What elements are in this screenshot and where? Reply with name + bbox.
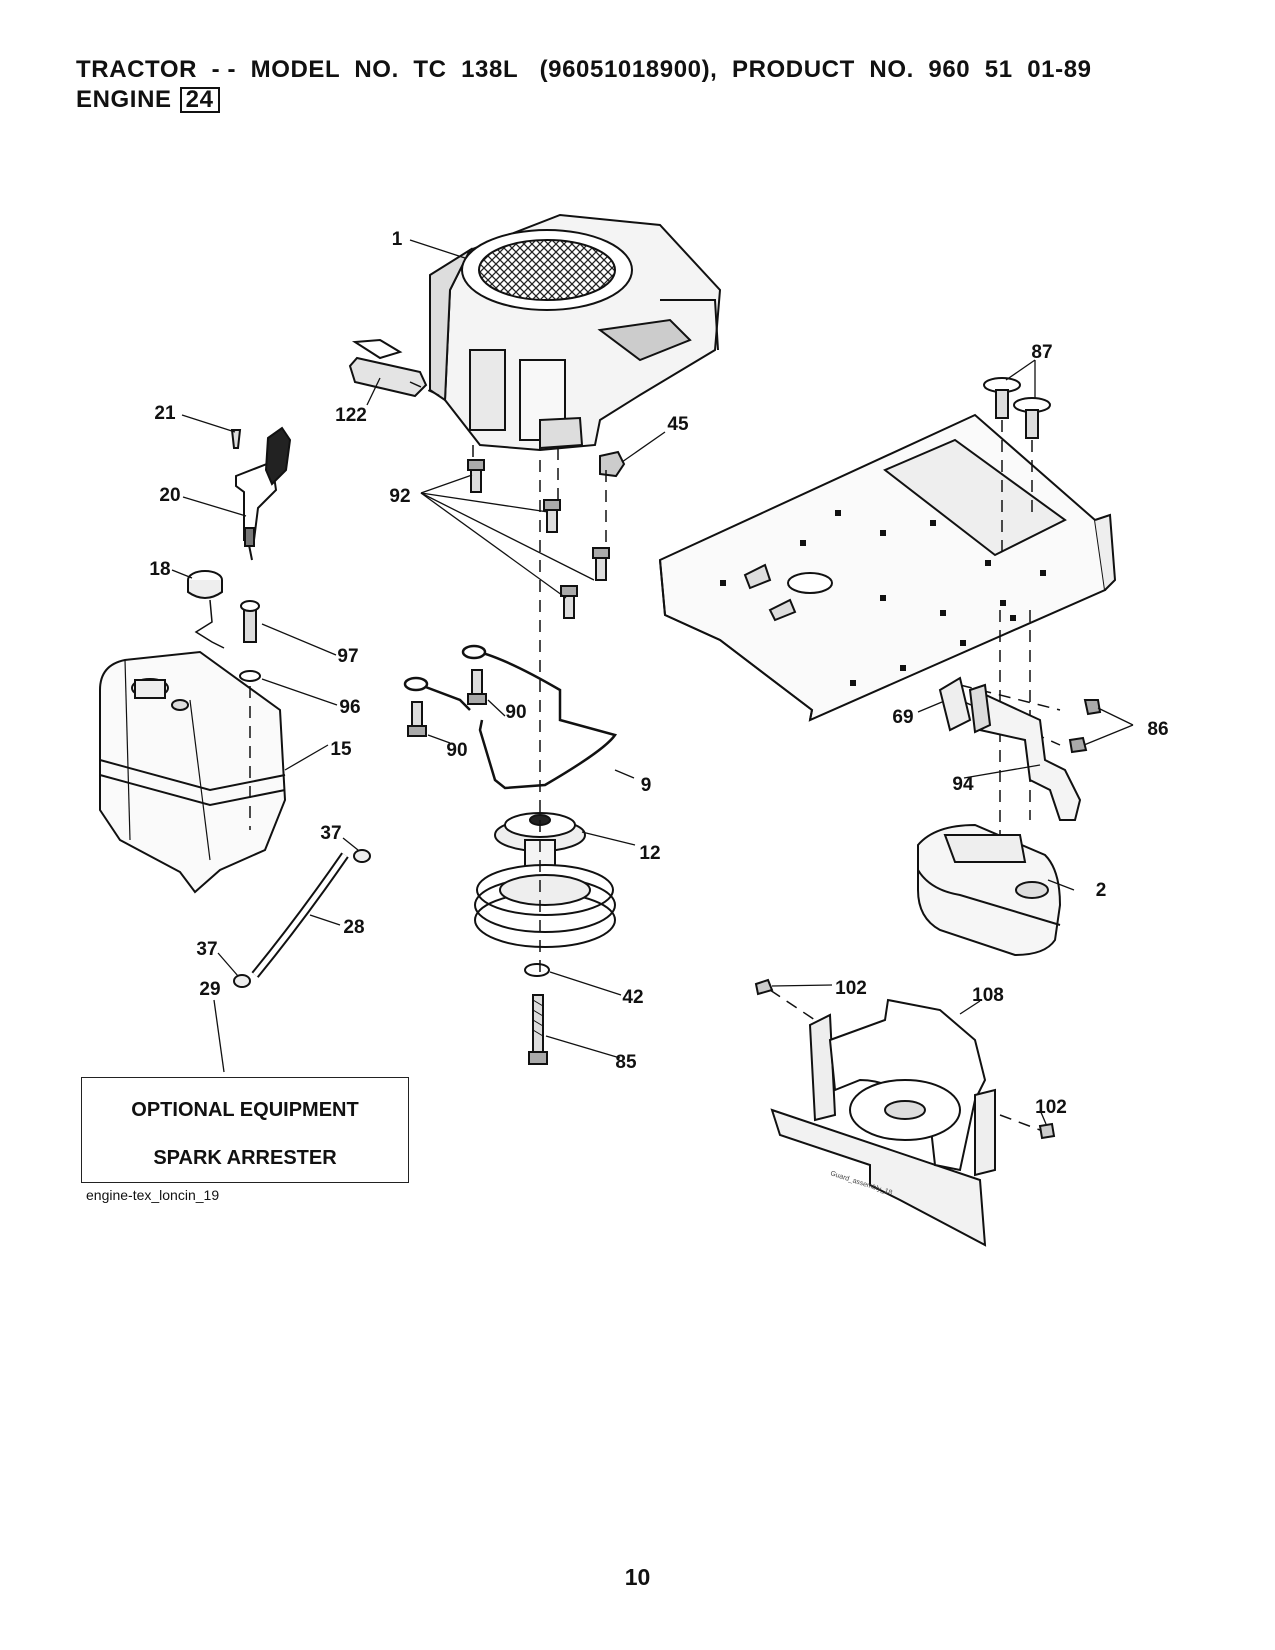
bolts-90 bbox=[407, 669, 487, 737]
callout-102-b: 102 bbox=[1035, 1097, 1067, 1118]
fuel-tank-part bbox=[99, 650, 287, 894]
callout-97: 97 bbox=[337, 646, 358, 667]
callout-9: 9 bbox=[641, 775, 652, 796]
fuel-line-28 bbox=[233, 849, 371, 988]
leader-lines bbox=[171, 239, 1134, 1125]
callout-37-a: 37 bbox=[320, 823, 341, 844]
callout-20: 20 bbox=[159, 485, 180, 506]
engine-part bbox=[429, 213, 722, 452]
figure-id: engine-tex_loncin_19 bbox=[86, 1187, 220, 1203]
mounting-bolts-92 bbox=[467, 459, 610, 619]
tube-part-122 bbox=[348, 338, 428, 398]
callout-87: 87 bbox=[1031, 342, 1052, 363]
callout-92: 92 bbox=[389, 486, 410, 507]
frame-holes bbox=[720, 510, 1046, 686]
page-title: TRACTOR - - MODEL NO. TC 138L (960510189… bbox=[76, 55, 1206, 115]
washer-42-bolt-85 bbox=[524, 963, 550, 1065]
muffler-part-2 bbox=[917, 823, 1062, 957]
engine-label: ENGINE bbox=[76, 86, 172, 113]
chassis-frame-part bbox=[658, 413, 1117, 722]
assembly-axis-lines bbox=[249, 381, 607, 980]
callout-122: 122 bbox=[335, 405, 367, 426]
bolts-102 bbox=[754, 978, 1056, 1140]
callout-18: 18 bbox=[149, 559, 170, 580]
callout-96: 96 bbox=[339, 697, 360, 718]
optional-equipment-box: OPTIONAL EQUIPMENT SPARK ARRESTER bbox=[81, 1077, 409, 1183]
callout-29: 29 bbox=[199, 979, 220, 1000]
callout-28: 28 bbox=[343, 917, 364, 938]
exhaust-pipe-part-94 bbox=[938, 676, 1102, 821]
callout-85: 85 bbox=[615, 1052, 637, 1073]
callout-37-b: 37 bbox=[196, 939, 217, 960]
callout-90-b: 90 bbox=[446, 740, 467, 761]
callout-108: 108 bbox=[972, 985, 1004, 1006]
title-line-1: TRACTOR - - MODEL NO. TC 138L (960510189… bbox=[76, 56, 1092, 83]
callout-2: 2 bbox=[1096, 880, 1107, 901]
pulley-part-12 bbox=[474, 812, 616, 948]
callout-90-a: 90 bbox=[505, 702, 526, 723]
callout-45: 45 bbox=[667, 414, 689, 435]
callout-15: 15 bbox=[330, 739, 352, 760]
spark-arrester-label: SPARK ARRESTER bbox=[153, 1147, 337, 1169]
title-line-2: ENGINE 24 bbox=[76, 85, 1206, 115]
section-number-badge: 24 bbox=[179, 87, 220, 113]
callout-1: 1 bbox=[392, 229, 403, 250]
callout-12: 12 bbox=[639, 843, 660, 864]
callout-69: 69 bbox=[892, 707, 913, 728]
callout-42: 42 bbox=[622, 987, 643, 1008]
callout-21: 21 bbox=[154, 403, 176, 424]
callout-labels: 1 122 21 20 18 92 45 87 97 96 15 90 90 9… bbox=[149, 229, 1168, 1118]
page-number: 10 bbox=[624, 1564, 651, 1590]
optional-equipment-heading: OPTIONAL EQUIPMENT bbox=[131, 1099, 359, 1121]
nut-45 bbox=[599, 450, 626, 478]
callout-94: 94 bbox=[952, 774, 974, 795]
callout-102-a: 102 bbox=[835, 978, 867, 999]
screw-97-washer-96 bbox=[239, 600, 261, 682]
throttle-control-part bbox=[230, 426, 292, 561]
bolts-87 bbox=[983, 377, 1051, 439]
callout-86: 86 bbox=[1147, 719, 1168, 740]
belt-guide-part-9 bbox=[403, 644, 618, 790]
guard-assembly-part-108 bbox=[770, 998, 996, 1247]
fuel-cap-part bbox=[187, 570, 225, 649]
